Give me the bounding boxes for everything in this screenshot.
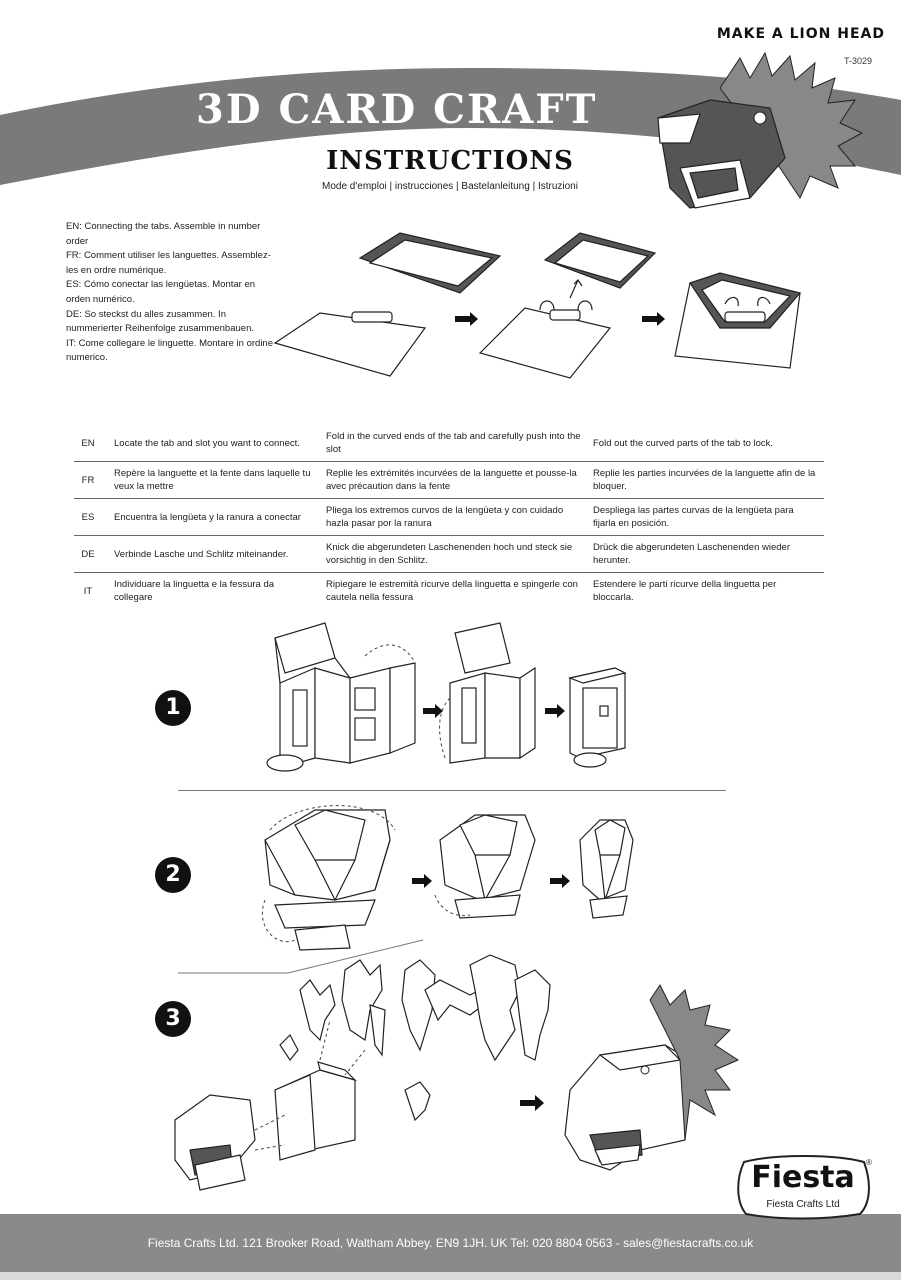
footer-bar	[0, 1214, 901, 1272]
row-step-1: Verbinde Lasche und Schlitz miteinander.	[108, 535, 320, 573]
row-step-3: Estendere le parti ricurve della linguet…	[593, 579, 777, 603]
row-lang: FR	[74, 461, 108, 499]
row-step-1: Locate the tab and slot you want to conn…	[108, 425, 320, 462]
registered-mark: ®	[866, 1158, 872, 1167]
tab-instruction-it: IT: Come collegare le linguette. Montare…	[66, 337, 274, 364]
step-number-3: 3	[155, 1001, 191, 1037]
logo-subtitle: Fiesta Crafts Ltd	[766, 1199, 840, 1210]
row-step-1: Encuentra la lengüeta y la ranura a cone…	[108, 498, 320, 536]
table-row: DE Verbinde Lasche und Schlitz miteinand…	[74, 535, 824, 573]
header-banner	[0, 68, 901, 185]
footer-contact: Fiesta Crafts Ltd. 121 Brooker Road, Wal…	[147, 1236, 754, 1250]
tab-instruction-fr: FR: Comment utiliser les languettes. Ass…	[66, 250, 271, 276]
row-lang: EN	[74, 425, 108, 462]
row-lang: IT	[83, 585, 93, 597]
row-lang: ES	[74, 498, 108, 536]
logo-name: Fiesta	[751, 1160, 855, 1195]
table-row: ES Encuentra la lengüeta y la ranura a c…	[74, 498, 824, 536]
product-name: MAKE A LION HEAD	[716, 26, 885, 42]
tab-instruction-en: EN: Connecting the tabs. Assemble in num…	[66, 221, 261, 247]
row-step-2: Pliega los extremos curvos de la lengüet…	[320, 498, 587, 536]
instructions-languages: Mode d'emploi | instrucciones | Bastelan…	[322, 181, 578, 192]
row-step-2: Replie les extrémités incurvées de la la…	[320, 461, 587, 499]
row-step-3: Drück die abgerundeten Laschenenden wied…	[587, 535, 824, 573]
row-step-2: Fold in the curved ends of the tab and c…	[320, 425, 587, 462]
step-2-diagram	[261, 805, 634, 951]
fiesta-logo-badge	[737, 1155, 870, 1220]
row-step-2: Ripiegare le estremità ricurve della lin…	[326, 579, 578, 603]
footer-strip	[0, 1272, 901, 1280]
table-row: IT Individuare la linguetta e la fessura…	[74, 573, 824, 610]
row-step-3: Replie les parties incurvées de la langu…	[587, 461, 824, 499]
step-3-diagram	[174, 954, 740, 1191]
lion-head-illustration	[657, 51, 864, 209]
step-1-diagram	[266, 622, 627, 772]
divider	[178, 790, 726, 791]
row-lang: DE	[74, 535, 108, 573]
tab-instruction-de: DE: So steckst du alles zusammen. In num…	[66, 308, 254, 335]
tab-instruction-es: ES: Cómo conectar las lengüetas. Montar …	[66, 279, 256, 305]
step-number-1: 1	[155, 690, 191, 726]
row-step-3: Fold out the curved parts of the tab to …	[587, 425, 824, 462]
table-row: EN Locate the tab and slot you want to c…	[74, 425, 824, 462]
instructions-title: INSTRUCTIONS	[326, 146, 574, 176]
row-step-2: Knick die abgerundeten Laschenenden hoch…	[320, 535, 587, 573]
main-title: 3D CARD CRAFT	[196, 86, 598, 133]
steps-table: EN Locate the tab and slot you want to c…	[74, 425, 824, 609]
row-step-1: Individuare la linguetta e la fessura da…	[114, 579, 275, 603]
product-code: T-3029	[843, 56, 872, 66]
divider	[178, 939, 424, 974]
row-step-3: Despliega las partes curvas de la lengüe…	[587, 498, 824, 536]
tab-connection-diagram	[273, 232, 802, 379]
step-number-2: 2	[155, 857, 191, 893]
tab-connection-instructions: EN: Connecting the tabs. Assemble in num…	[66, 220, 278, 366]
row-step-1: Repère la languette et la fente dans laq…	[108, 461, 320, 499]
table-row: FR Repère la languette et la fente dans …	[74, 461, 824, 499]
